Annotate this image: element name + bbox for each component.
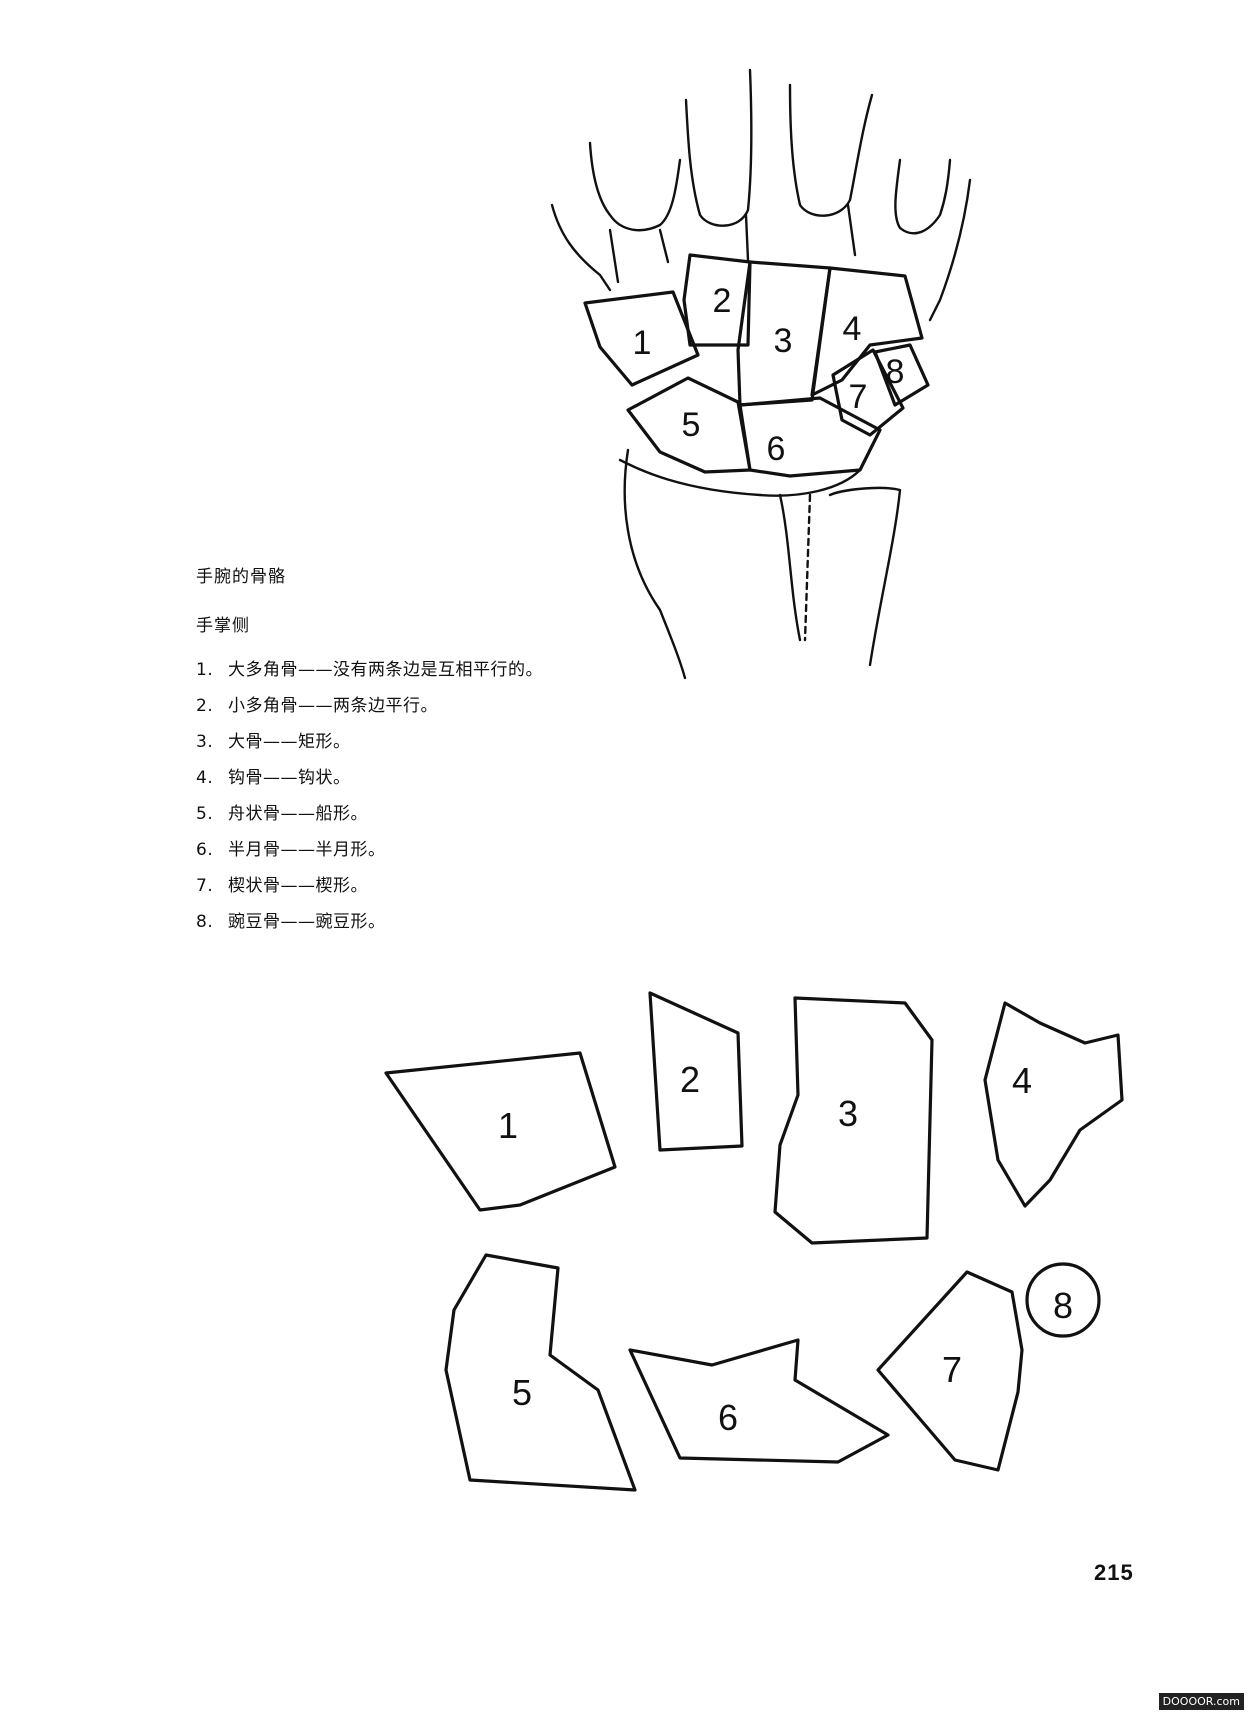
wrist-bone-8: [873, 343, 930, 407]
wrist-label-1: 1: [633, 324, 652, 362]
bone-description: 大多角骨——没有两条边是互相平行的。: [228, 660, 543, 680]
bone-description: 豌豆骨——豌豆形。: [228, 912, 386, 932]
wrist-bone-1: [583, 290, 700, 387]
bone-description: 钩骨——钩状。: [228, 768, 351, 788]
bone-number: 1.: [196, 660, 214, 680]
wrist-bone-4: [810, 266, 924, 397]
separated-bone-4: [983, 1001, 1124, 1208]
separated-bone-7: [876, 1270, 1024, 1472]
bone-list: 1. 大多角骨——没有两条边是互相平行的。 2. 小多角骨——两条边平行。 3. 大骨…: [196, 652, 716, 940]
bone-description: 楔状骨——楔形。: [228, 876, 368, 896]
bone-legend: 手腕的骨骼 手掌侧 1. 大多角骨——没有两条边是互相平行的。 2. 小多角骨——两…: [196, 562, 716, 940]
bone-description: 大骨——矩形。: [228, 732, 351, 752]
wrist-label-3: 3: [774, 322, 793, 360]
separated-bone-1: [384, 1051, 617, 1212]
bone-description: 小多角骨——两条边平行。: [228, 696, 438, 716]
separated-label-4: 4: [1012, 1060, 1032, 1101]
separated-label-3: 3: [838, 1093, 858, 1134]
wrist-label-7: 7: [849, 378, 868, 416]
wrist-label-6: 6: [767, 430, 786, 468]
bone-description: 舟状骨——船形。: [228, 804, 368, 824]
separated-label-8: 8: [1053, 1285, 1073, 1326]
bone-number: 8.: [196, 912, 214, 932]
separated-bone-5: [444, 1253, 637, 1492]
bone-list-item: 1. 大多角骨——没有两条边是互相平行的。: [196, 652, 716, 688]
separated-label-7: 7: [942, 1349, 962, 1390]
site-watermark: DOOOOR.com: [1158, 1693, 1244, 1710]
separated-label-1: 1: [498, 1105, 518, 1146]
wrist-label-5: 5: [682, 406, 701, 444]
bone-description: 半月骨——半月形。: [228, 840, 386, 860]
bone-number: 3.: [196, 732, 214, 752]
bone-number: 6.: [196, 840, 214, 860]
separated-bone-6: [628, 1338, 890, 1464]
page-number: 215: [1094, 1560, 1134, 1585]
wrist-label-8: 8: [886, 353, 905, 391]
caption-title: 手腕的骨骼: [196, 567, 286, 587]
bone-list-item: 8. 豌豆骨——豌豆形。: [196, 904, 716, 940]
separated-bone-8: [1025, 1262, 1101, 1338]
bone-list-item: 7. 楔状骨——楔形。: [196, 868, 716, 904]
separated-label-2: 2: [680, 1059, 700, 1100]
bone-list-item: 3. 大骨——矩形。: [196, 724, 716, 760]
separated-bone-2: [648, 991, 744, 1152]
assembled-wrist-drawing: 1 2 3 4 5 6 7 8: [550, 68, 972, 680]
caption-subtitle: 手掌侧: [196, 616, 250, 636]
separated-bones-drawing: 1 2 3 4 5 6 7 8: [384, 991, 1124, 1492]
bone-number: 5.: [196, 804, 214, 824]
separated-label-5: 5: [512, 1372, 532, 1413]
separated-bone-3: [773, 996, 934, 1245]
wrist-bone-7: [831, 348, 905, 437]
bone-list-item: 2. 小多角骨——两条边平行。: [196, 688, 716, 724]
bone-list-item: 5. 舟状骨——船形。: [196, 796, 716, 832]
wrist-bone-2: [682, 253, 752, 347]
bone-number: 4.: [196, 768, 214, 788]
wrist-label-2: 2: [713, 282, 732, 320]
bone-number: 2.: [196, 696, 214, 716]
bone-list-item: 4. 钩骨——钩状。: [196, 760, 716, 796]
separated-label-6: 6: [718, 1397, 738, 1438]
wrist-label-4: 4: [843, 310, 862, 348]
bone-number: 7.: [196, 876, 214, 896]
bone-list-item: 6. 半月骨——半月形。: [196, 832, 716, 868]
